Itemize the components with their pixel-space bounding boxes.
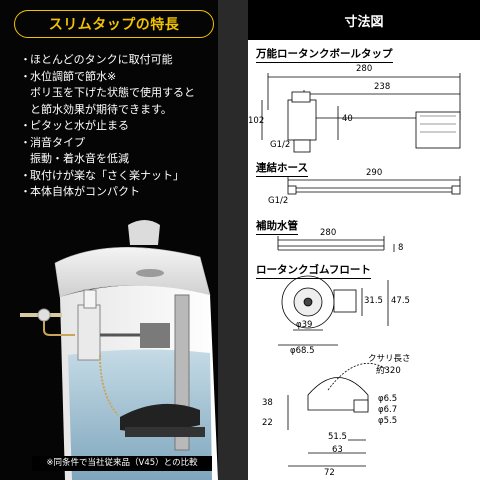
dim-8: 8 [398, 243, 404, 253]
chain-length-value: 約320 [376, 366, 401, 376]
dim-238: 238 [374, 82, 391, 92]
feature-item: ・取付けが楽な「さく楽ナット」 [20, 168, 184, 182]
features-header-text: スリムタップの特長 [48, 17, 180, 33]
features-panel: スリムタップの特長 ・ほとんどのタンクに取付可能 ・ 水位調節で節水※ ボリ玉を… [0, 0, 218, 480]
hose-drawing [287, 176, 461, 195]
dim-40: 40 [342, 114, 353, 124]
comparison-note: ※同条件で当社従来品（V45）との比較 [32, 456, 212, 471]
dim-72: 72 [324, 468, 335, 478]
dimension-drawings [261, 73, 461, 467]
dim-51-5: 51.5 [328, 432, 347, 442]
features-header: スリムタップの特長 [14, 10, 214, 38]
dim-280: 280 [356, 64, 373, 74]
dim-38: 38 [262, 398, 273, 408]
dim-280-pipe: 280 [320, 228, 337, 238]
dim-102: 102 [248, 116, 265, 126]
dim-31-5: 31.5 [364, 296, 383, 306]
dim-phi6-5: φ6.5 [378, 394, 398, 404]
dim-g12-hose: G1/2 [268, 196, 289, 206]
dim-g12-tap: G1/2 [270, 140, 291, 150]
float-title: ロータンクゴムフロート [256, 262, 371, 279]
tank-cutaway-image [20, 220, 218, 480]
feature-item: ・ 水位調節で節水※ ボリ玉を下げた状態で使用すると と節水効果が期待できます。 [20, 69, 195, 116]
dimensions-header-text: 寸法図 [344, 14, 384, 30]
toilet-tank-illustration [0, 205, 218, 480]
dim-phi39: φ39 [296, 320, 313, 330]
feature-item: ・本体自体がコンパクト [20, 185, 140, 198]
ball-tap-drawing [261, 73, 461, 153]
dim-phi5-5: φ5.5 [378, 416, 398, 426]
dim-47-5: 47.5 [391, 296, 410, 306]
dimensions-header: 寸法図 [248, 0, 480, 40]
dimensions-panel: 寸法図 [248, 0, 480, 480]
feature-item: ・ 消音タイプ 振動・着水音を低減 [20, 135, 129, 166]
aux-pipe-title: 補助水管 [256, 218, 298, 235]
feature-item: ・ピタッと水が止まる [20, 119, 129, 132]
ball-tap-title: 万能ロータンクボールタップ [256, 46, 393, 63]
hose-title: 連結ホース [256, 160, 308, 177]
features-list: ・ほとんどのタンクに取付可能 ・ 水位調節で節水※ ボリ玉を下げた状態で使用する… [20, 52, 216, 201]
panel-divider [218, 0, 248, 480]
float-top-drawing [278, 275, 389, 346]
dim-290: 290 [366, 168, 383, 178]
dim-22: 22 [262, 418, 273, 428]
dim-63: 63 [332, 445, 343, 455]
feature-item: ・ほとんどのタンクに取付可能 [20, 53, 173, 66]
float-side-drawing [287, 362, 389, 467]
chain-length-label: クサリ長さ [368, 354, 411, 364]
dim-phi68-5: φ68.5 [290, 346, 315, 356]
dim-phi6-7: φ6.7 [378, 405, 398, 415]
aux-pipe-drawing [277, 236, 395, 252]
